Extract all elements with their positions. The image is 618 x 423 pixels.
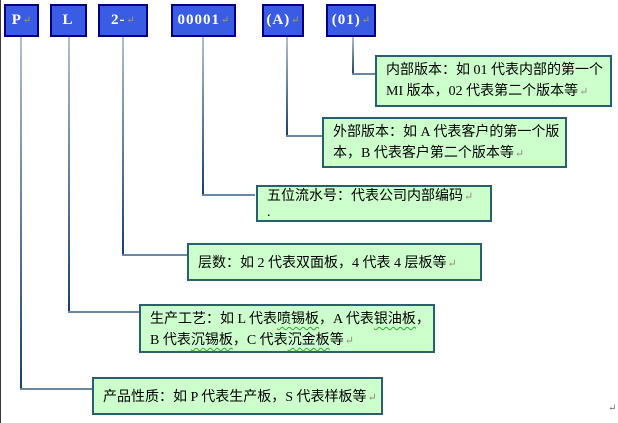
callout-text-production-process: 生产工艺：如 L 代表喷锡板，A 代表银油板，B 代表沉锡板，C 代表沉金板等↵ — [150, 312, 430, 348]
code-box-layer-count: 2-↵ — [98, 4, 148, 37]
code-box-serial-number: 00001↵ — [171, 4, 236, 37]
code-label-product-nature: P — [11, 12, 22, 28]
paragraph-mark-icon: ↵ — [221, 15, 230, 26]
callout-text-product-nature: 产品性质：如 P 代表生产板，S 代表样板等↵ — [103, 390, 377, 405]
corner-paragraph-mark-icon: ↵ — [608, 403, 617, 414]
connector-line-serial-number — [202, 37, 204, 196]
connector-line-layer-count — [122, 37, 124, 256]
paragraph-mark-icon: ↵ — [361, 15, 371, 26]
callout-text-external-version: 外部版本：如 A 代表客户的第一个版本，B 代表客户第二个版本等↵ — [333, 125, 560, 161]
callout-serial-number: 五位流水号：代表公司内部编码↵. — [256, 185, 492, 222]
code-label-internal-version: (01) — [331, 12, 361, 28]
code-box-external-version: (A)↵ — [262, 4, 304, 37]
code-label-external-version: (A) — [266, 12, 291, 28]
paragraph-mark-icon: ↵ — [126, 15, 135, 26]
connector-line-product-nature — [20, 37, 22, 390]
paragraph-mark-icon: ↵ — [22, 15, 32, 26]
code-box-internal-version: (01)↵ — [326, 4, 376, 37]
connector-elbow-internal-version — [352, 73, 375, 75]
connector-elbow-external-version — [286, 135, 322, 137]
connector-elbow-layer-count — [122, 254, 187, 256]
code-label-process: L — [62, 12, 74, 28]
code-label-serial-number: 00001 — [177, 12, 221, 28]
callout-layer-count: 层数：如 2 代表双面板，4 代表 4 层板等↵ — [187, 243, 482, 281]
connector-elbow-process — [68, 311, 139, 313]
code-label-layer-count: 2- — [111, 12, 126, 28]
connector-elbow-serial-number — [202, 194, 255, 196]
callout-text-serial-number: 五位流水号：代表公司内部编码↵. — [267, 189, 474, 220]
callout-external-version: 外部版本：如 A 代表客户的第一个版本，B 代表客户第二个版本等↵ — [322, 117, 567, 168]
callout-production-process: 生产工艺：如 L 代表喷锡板，A 代表银油板，B 代表沉锡板，C 代表沉金板等↵ — [139, 304, 435, 353]
code-box-product-nature: P↵ — [4, 4, 39, 37]
code-box-process: L — [50, 4, 87, 37]
connector-line-process — [68, 37, 70, 313]
connector-line-internal-version — [352, 37, 354, 75]
connector-elbow-product-nature — [20, 388, 92, 390]
callout-text-layer-count: 层数：如 2 代表双面板，4 代表 4 层板等↵ — [198, 256, 457, 271]
connector-line-external-version — [286, 37, 288, 137]
callout-product-nature: 产品性质：如 P 代表生产板，S 代表样板等↵ — [92, 377, 383, 415]
paragraph-mark-icon: ↵ — [291, 15, 300, 26]
